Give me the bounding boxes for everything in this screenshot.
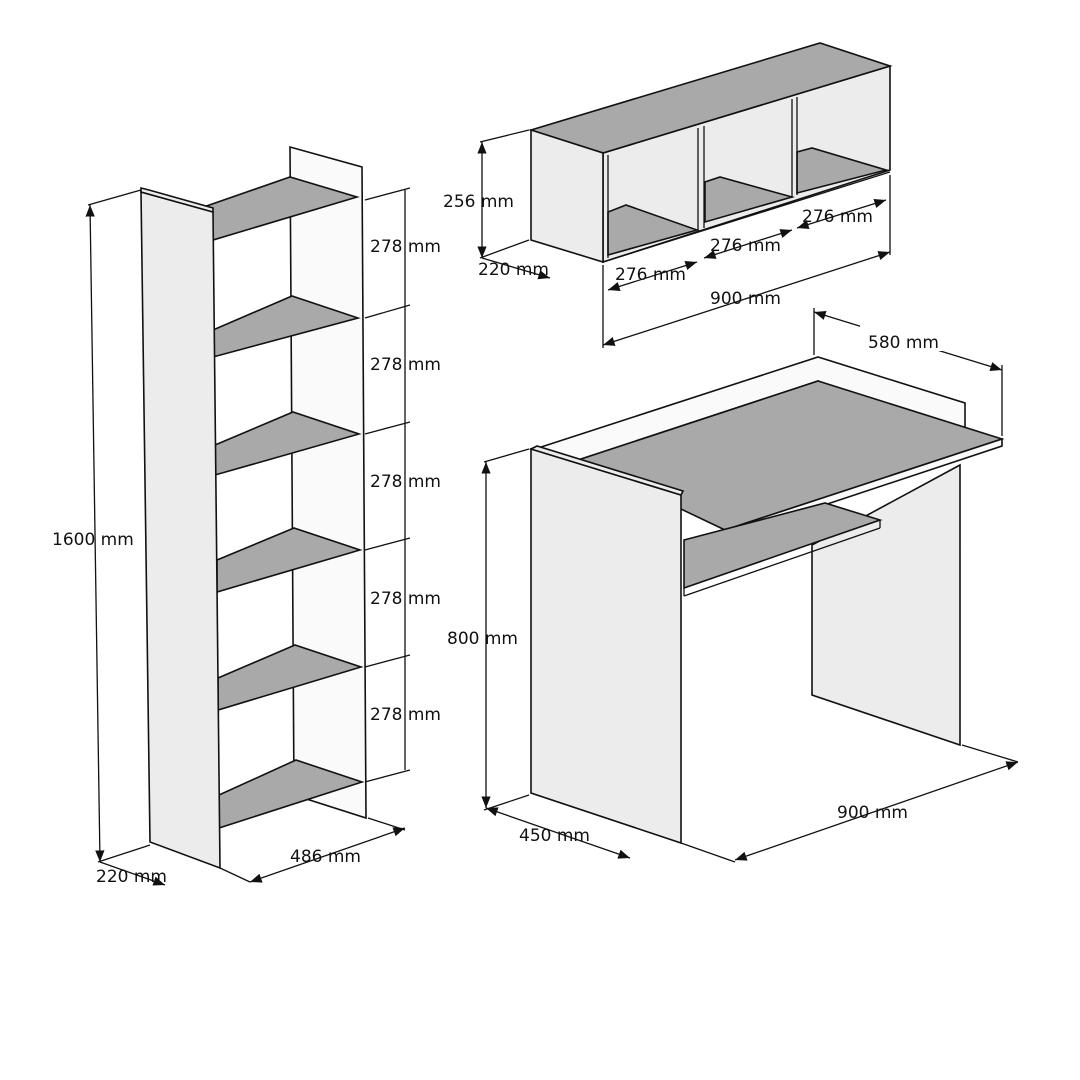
bookcase-side-edge: [140, 186, 214, 214]
cubby-width-label-3: 276 mm: [802, 207, 873, 227]
shelf-gap-label-5: 278 mm: [370, 705, 441, 725]
label-backing: [860, 325, 950, 351]
cubby-width-label-2: 276 mm: [710, 236, 781, 256]
desk-height-label: 800 mm: [447, 629, 518, 649]
wall-shelf-width-label: 900 mm: [710, 289, 781, 309]
desk-right-leg: [811, 463, 961, 747]
shelf-gap-label-3: 278 mm: [370, 472, 441, 492]
shelf-gap-dims: [364, 187, 411, 783]
shelf-gap-label-4: 278 mm: [370, 589, 441, 609]
bookcase-width-label: 486 mm: [290, 847, 361, 867]
desk-width-label: 900 mm: [837, 803, 908, 823]
cubby-bottom: [704, 176, 795, 224]
wall-shelf: 256 mm 220 mm 900 mm 276 mm 276 mm 276 m…: [443, 42, 893, 348]
desk-left-panel: [530, 447, 682, 845]
shelf-gap-label-2: 278 mm: [370, 355, 441, 375]
bookcase-height-label: 1600 mm: [52, 530, 134, 550]
wall-shelf-height-label: 256 mm: [443, 192, 514, 212]
desk-depth-label: 450 mm: [519, 826, 590, 846]
shelf-gap-label-1: 278 mm: [370, 237, 441, 257]
bookcase-side-panel: [140, 190, 221, 870]
desk: 800 mm 450 mm 900 mm 580 mm: [447, 308, 1019, 863]
bookcase-depth-label: 220 mm: [96, 867, 167, 887]
desk-top-depth-label: 580 mm: [868, 333, 939, 353]
wall-shelf-side: [530, 128, 604, 264]
cubby-width-label-1: 276 mm: [615, 265, 686, 285]
bookcase-back-panel: [289, 145, 367, 820]
bookcase: 1600 mm 220 mm 486 mm 278 mm 278 mm 278 …: [52, 145, 441, 887]
desk-left-edge: [528, 445, 685, 496]
wall-shelf-depth-label: 220 mm: [478, 260, 549, 280]
